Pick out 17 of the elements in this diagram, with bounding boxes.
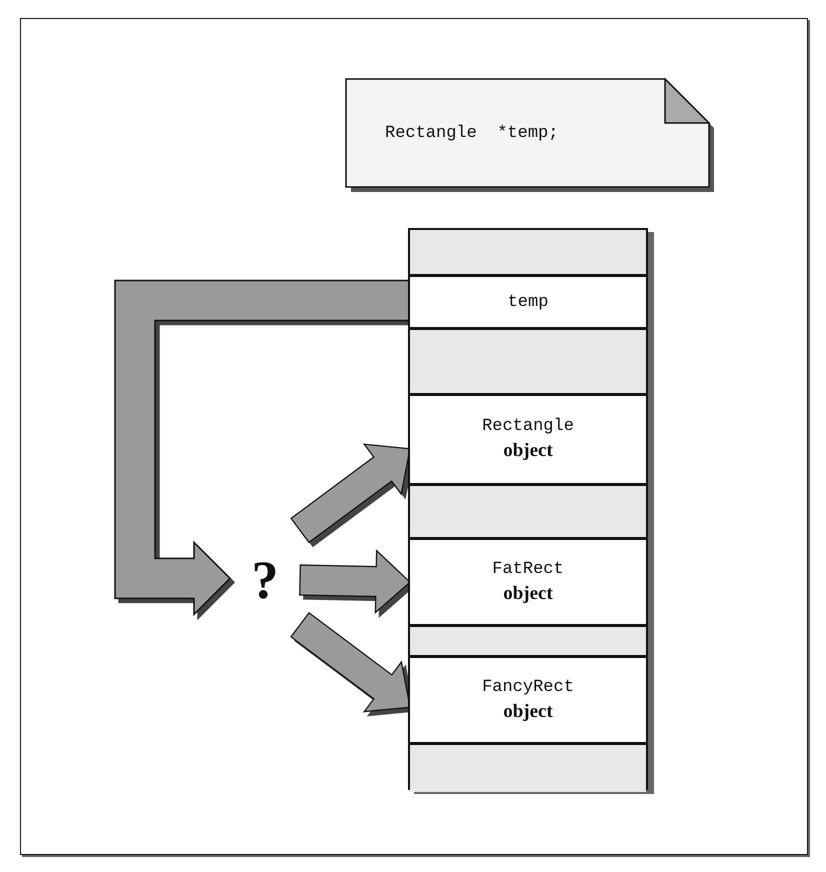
block-arrow — [114, 280, 411, 616]
variable-name: Rectangle — [482, 417, 574, 436]
slot-caption: object — [503, 700, 553, 722]
block-arrow — [290, 612, 411, 712]
empty-memory-slot — [410, 483, 646, 537]
empty-memory-slot — [410, 230, 646, 274]
slot-caption: object — [503, 440, 553, 462]
variable-name: FatRect — [492, 560, 564, 578]
variable-name: temp — [508, 292, 548, 312]
slot-caption: object — [503, 582, 553, 604]
block-arrow — [290, 443, 411, 544]
variable-name: FancyRect — [482, 678, 574, 696]
empty-memory-slot — [410, 742, 646, 792]
question-mark: ? — [252, 549, 278, 611]
empty-memory-slot — [410, 624, 646, 655]
empty-memory-slot — [410, 327, 646, 393]
block-arrow — [299, 549, 411, 614]
